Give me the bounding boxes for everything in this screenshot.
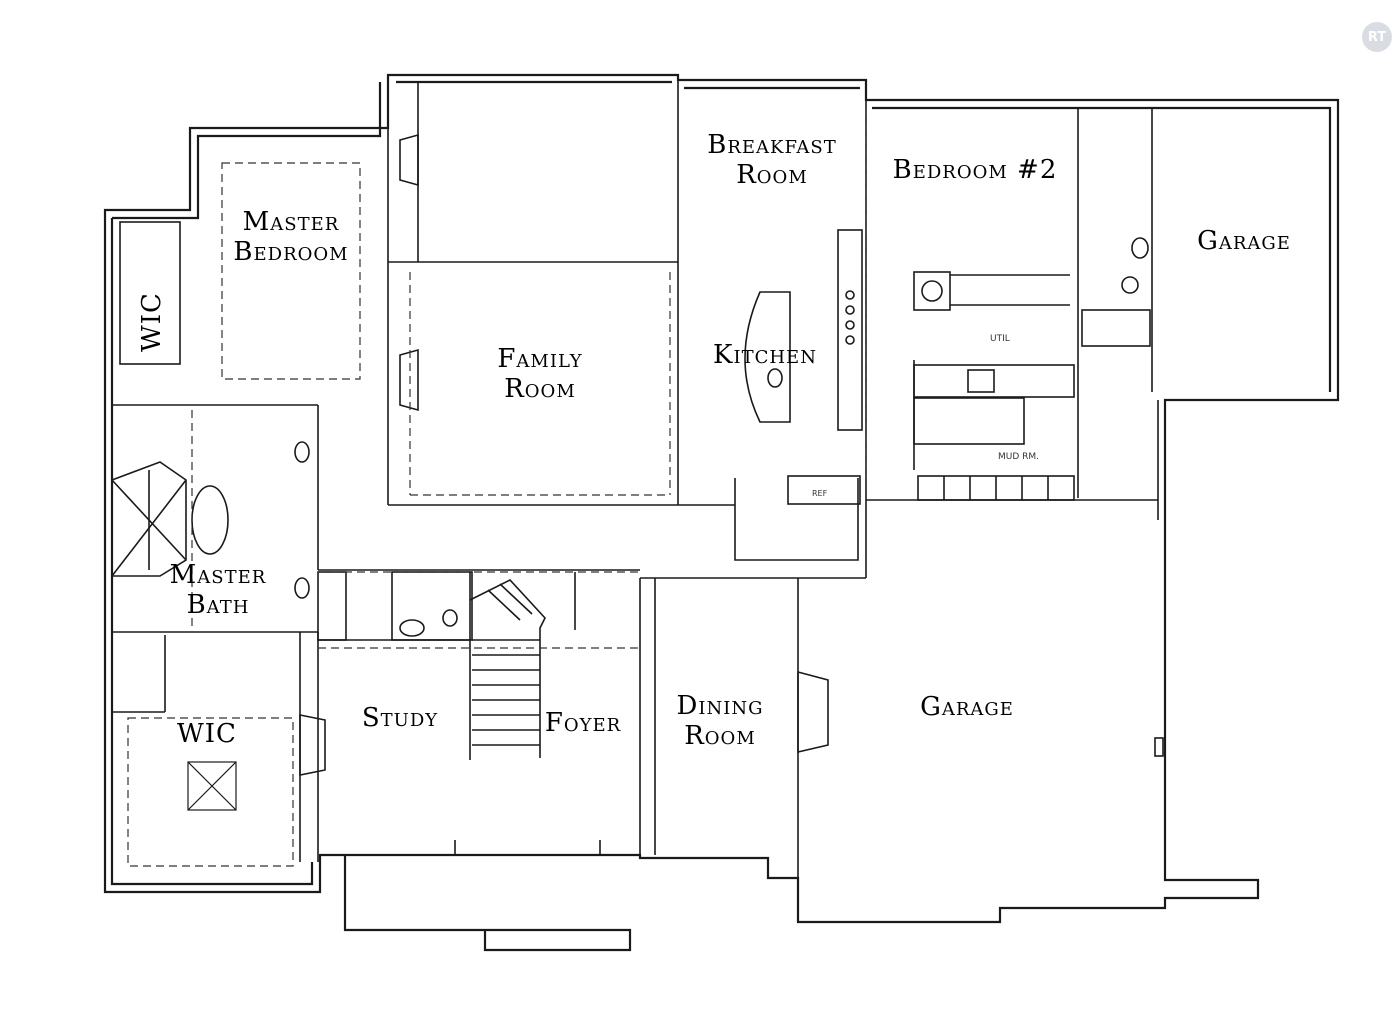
util-annotation: UTIL	[990, 334, 1010, 344]
ref-annotation: REF	[812, 489, 828, 498]
room-label-foyer: Foyer	[544, 708, 622, 738]
room-label-study: Study	[361, 703, 439, 733]
closet-skylight	[187, 761, 237, 811]
room-label-bedroom-2: Bedroom #2	[892, 155, 1058, 185]
ceiling-dash-lines	[127, 110, 867, 867]
mud-room-annotation: MUD RM.	[998, 452, 1040, 462]
interior-walls	[111, 75, 1164, 878]
room-label-wic-lower: WIC	[177, 719, 237, 749]
room-label-garage-main: Garage	[920, 692, 1014, 722]
room-label-kitchen: Kitchen	[713, 340, 817, 370]
watermark-logo: RT	[1362, 22, 1392, 52]
room-label-garage-right: Garage	[1197, 226, 1291, 256]
room-label-wic-upper: WIC	[137, 292, 167, 352]
